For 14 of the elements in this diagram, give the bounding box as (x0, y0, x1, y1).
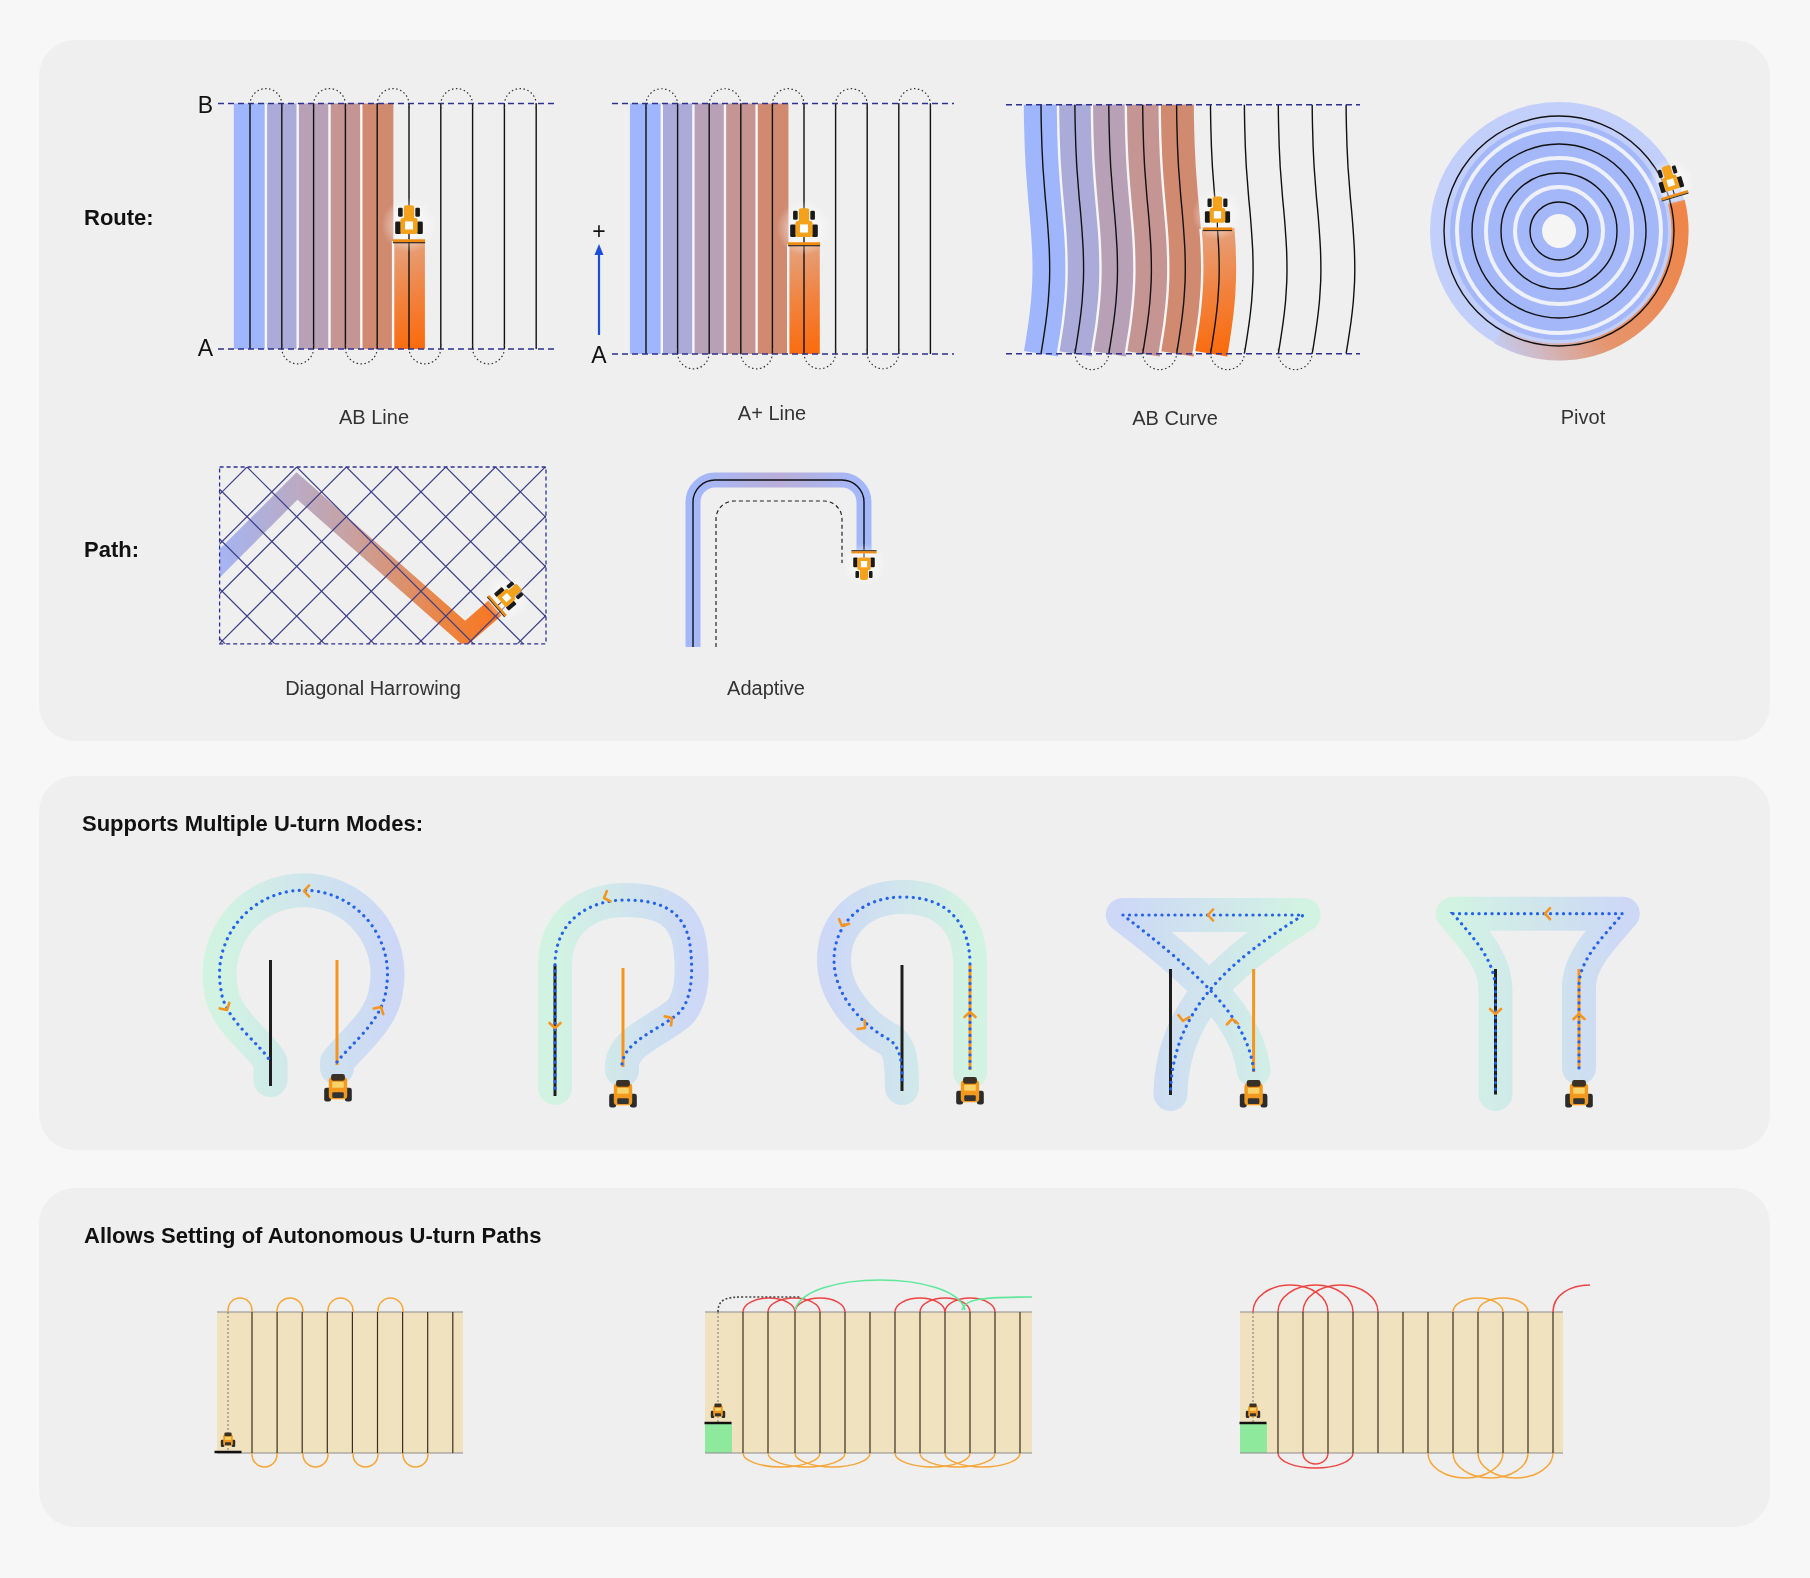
point-label: A (197, 335, 214, 363)
section-heading: Allows Setting of Autonomous U-turn Paths (84, 1223, 542, 1249)
caption: A+ Line (737, 401, 807, 425)
row-label: Route: (84, 205, 154, 231)
point-label: A (591, 341, 607, 370)
section-heading: Supports Multiple U-turn Modes: (82, 811, 423, 837)
caption: AB Curve (1132, 406, 1218, 430)
caption: Diagonal Harrowing (285, 676, 461, 700)
caption: Pivot (1560, 405, 1606, 429)
row-label: Path: (84, 537, 139, 563)
point-label: B (197, 91, 214, 120)
direction-label: + (592, 217, 606, 246)
caption: AB Line (338, 405, 410, 429)
caption: Adaptive (727, 676, 805, 700)
